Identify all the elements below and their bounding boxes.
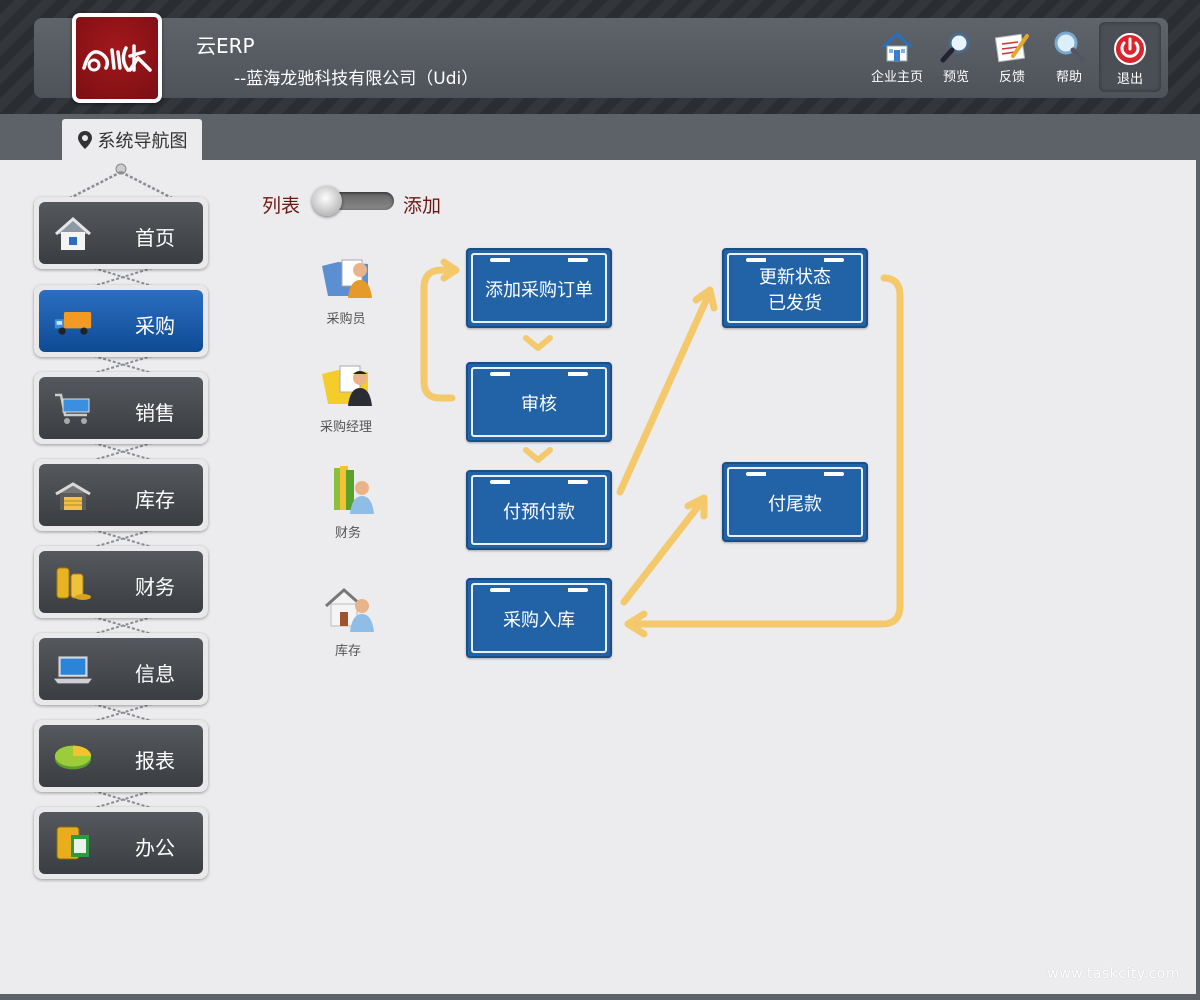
truck-icon <box>53 304 93 340</box>
warehouse-icon <box>53 478 93 514</box>
sidebar-item-information[interactable]: 信息 <box>34 633 208 705</box>
sidebar-item-label: 采购 <box>135 314 175 338</box>
location-pin-icon <box>77 130 92 149</box>
tab-label: 系统导航图 <box>97 130 188 152</box>
feedback-button[interactable]: 反馈 <box>982 30 1042 90</box>
header-panel <box>34 18 1168 98</box>
role-finance: 财务 <box>308 464 388 541</box>
flow-prepayment[interactable]: 付预付款 <box>466 470 612 550</box>
feedback-icon <box>994 33 1029 63</box>
flow-update-status-shipped[interactable]: 更新状态 已发货 <box>722 248 868 328</box>
home-icon <box>53 216 93 252</box>
toggle-track <box>326 192 394 210</box>
office-icon <box>53 826 93 862</box>
sidebar-item-label: 库存 <box>135 488 175 512</box>
chain-decoration <box>69 163 173 200</box>
toggle-knob[interactable] <box>312 186 342 216</box>
sidebar-item-home[interactable]: 首页 <box>34 197 208 269</box>
finance-icon <box>334 466 374 514</box>
flow-review[interactable]: 审核 <box>466 362 612 442</box>
sidebar-item-reports[interactable]: 报表 <box>34 720 208 792</box>
purchaser-icon <box>322 259 372 298</box>
tool-label: 反馈 <box>998 70 1025 85</box>
purchase-manager-icon <box>322 365 372 406</box>
role-purchaser: 采购员 <box>306 252 386 327</box>
flow-box-label: 采购入库 <box>503 610 575 631</box>
sidebar-item-label: 财务 <box>135 575 175 599</box>
sidebar-item-label: 信息 <box>135 662 175 686</box>
sidebar-item-label: 报表 <box>135 749 175 773</box>
enterprise-home-button[interactable]: 企业主页 <box>867 30 927 90</box>
company-logo[interactable] <box>72 13 162 103</box>
role-inventory: 库存 <box>308 584 388 659</box>
tool-label: 帮助 <box>1055 70 1082 85</box>
company-name: --蓝海龙驰科技有限公司（Udi） <box>234 69 479 89</box>
sidebar-item-finance[interactable]: 财务 <box>34 546 208 618</box>
flow-box-label-line1: 更新状态 <box>759 267 831 288</box>
sidebar-item-label: 首页 <box>135 226 175 250</box>
cart-icon <box>53 391 93 427</box>
tab-system-navigation[interactable]: 系统导航图 <box>62 119 202 160</box>
tool-label: 预览 <box>942 70 969 85</box>
logo-mark-icon <box>82 44 152 72</box>
flow-purchase-stock-in[interactable]: 采购入库 <box>466 578 612 658</box>
role-purchase-manager: 采购经理 <box>306 360 386 435</box>
toggle-add-label[interactable]: 添加 <box>403 195 442 217</box>
flow-box-label: 审核 <box>521 394 557 415</box>
power-icon <box>1114 33 1146 65</box>
preview-button[interactable]: 预览 <box>926 30 986 90</box>
pie-chart-icon <box>53 739 93 775</box>
list-add-toggle[interactable] <box>312 186 396 216</box>
sidebar-item-label: 销售 <box>135 401 175 425</box>
flow-box-label: 添加采购订单 <box>485 280 593 301</box>
flow-add-purchase-order[interactable]: 添加采购订单 <box>466 248 612 328</box>
role-label: 采购员 <box>326 312 366 327</box>
flow-box-label: 付尾款 <box>768 494 822 515</box>
home-icon <box>881 32 913 62</box>
laptop-icon <box>53 652 93 688</box>
tool-label: 企业主页 <box>870 70 923 85</box>
inventory-keeper-icon <box>325 587 374 632</box>
sidebar-item-inventory[interactable]: 库存 <box>34 459 208 531</box>
sidebar-item-label: 办公 <box>135 836 175 860</box>
sidebar-item-office[interactable]: 办公 <box>34 807 208 879</box>
magnifier-icon <box>940 32 970 63</box>
role-label: 财务 <box>334 526 361 541</box>
role-label: 库存 <box>334 644 361 659</box>
sidebar-item-sales[interactable]: 销售 <box>34 372 208 444</box>
right-border <box>1196 160 1200 1000</box>
coins-icon <box>53 565 93 601</box>
role-label: 采购经理 <box>319 420 372 435</box>
flow-box-label-line2: 已发货 <box>768 293 822 314</box>
help-magnifier-icon <box>1054 31 1085 63</box>
flow-final-payment[interactable]: 付尾款 <box>722 462 868 542</box>
flow-box-label: 付预付款 <box>503 502 575 523</box>
toggle-list-label[interactable]: 列表 <box>262 195 301 217</box>
help-button[interactable]: 帮助 <box>1039 30 1099 90</box>
exit-button[interactable]: 退出 <box>1099 22 1161 92</box>
bottom-border <box>0 994 1200 1000</box>
sidebar-item-purchase[interactable]: 采购 <box>34 285 208 357</box>
exit-label: 退出 <box>1116 72 1143 87</box>
watermark: www.taskcity.com <box>1047 966 1180 982</box>
app-title: 云ERP <box>196 34 255 58</box>
